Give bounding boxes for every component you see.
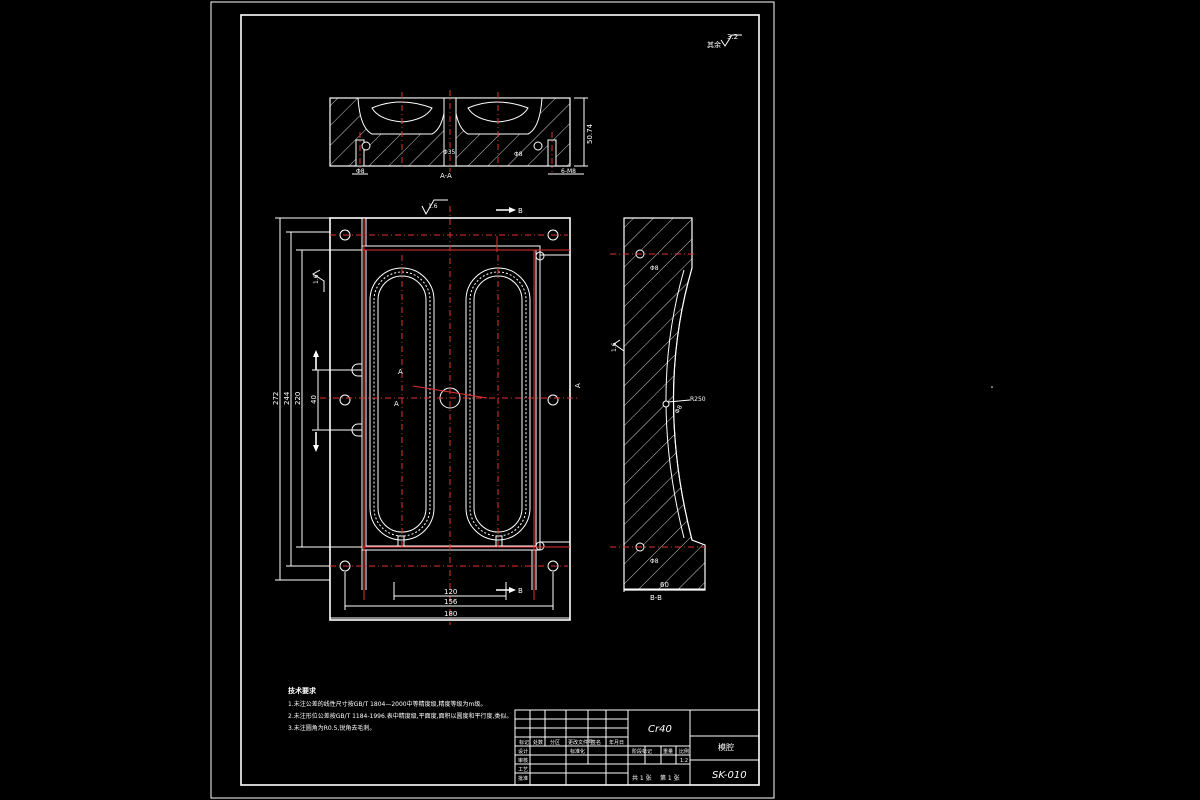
dim-bb-dia-mid: Φ8 — [674, 404, 684, 415]
svg-text:设计: 设计 — [518, 748, 528, 755]
svg-text:标记: 标记 — [519, 739, 529, 746]
svg-text:比例: 比例 — [679, 748, 689, 755]
svg-text:A: A — [574, 383, 582, 388]
svg-text:3.2: 3.2 — [727, 33, 738, 41]
notes-title: 技术要求 — [288, 686, 317, 695]
dim-h-180: 180 — [444, 610, 457, 618]
svg-text:工艺: 工艺 — [518, 767, 528, 773]
svg-text:年月日: 年月日 — [609, 739, 624, 746]
dim-aa-dia-mid2: Φ8 — [514, 151, 523, 158]
roughness-top: 1.6 — [428, 203, 438, 210]
section-bb-view: Φ8 Φ8 Φ8 R250 60 B-B 1.6 — [610, 217, 706, 602]
dim-bb-dia-bot: Φ8 — [650, 558, 659, 565]
notes-item: 1.未注公差的线性尺寸按GB/T 1804—2000中等精度级,精度等级为m级。 — [288, 700, 486, 708]
svg-text:签名: 签名 — [591, 739, 601, 746]
svg-text:处数: 处数 — [533, 739, 543, 746]
svg-text:第 1 张: 第 1 张 — [660, 774, 680, 782]
section-bb-label: B-B — [650, 594, 662, 602]
dim-bb-dia-top: Φ8 — [650, 265, 659, 272]
notes-item: 3.未注圆角为R0.5,锐角去毛刺。 — [288, 724, 375, 732]
dim-bb-radius: R250 — [690, 396, 706, 403]
dim-v-40: 40 — [310, 395, 318, 404]
svg-text:阶段标记: 阶段标记 — [632, 748, 652, 755]
stray-dot — [991, 386, 993, 388]
dim-v-244: 244 — [283, 391, 291, 405]
dim-v-220: 220 — [294, 392, 302, 405]
svg-text:A: A — [398, 368, 403, 376]
drawing-number: SK-010 — [712, 770, 747, 781]
svg-text:更改文件号: 更改文件号 — [568, 739, 593, 746]
notes-item: 2.未注形位公差按GB/T 1184-1996.表中精度级,平面度,面积以圆度和… — [288, 712, 512, 720]
title-block: 标记 处数 分区 更改文件号 签名 年月日 设计 审核 工艺 批准 标准化 阶段… — [514, 709, 760, 786]
technical-notes: 技术要求 1.未注公差的线性尺寸按GB/T 1804—2000中等精度级,精度等… — [288, 686, 512, 732]
svg-text:B: B — [518, 587, 523, 595]
dim-h-120: 120 — [444, 588, 457, 596]
svg-text:重量: 重量 — [663, 748, 673, 755]
roughness-bb: 1.6 — [611, 342, 618, 352]
svg-text:A: A — [394, 400, 399, 408]
svg-text:审核: 审核 — [518, 757, 528, 764]
plan-view: 272 244 220 40 A A A 120 156 180 — [272, 199, 582, 625]
dim-bb-width: 60 — [660, 581, 669, 589]
svg-text:共 1 张: 共 1 张 — [632, 774, 652, 782]
svg-text:其余: 其余 — [707, 40, 721, 49]
svg-text:标准化: 标准化 — [570, 748, 585, 755]
svg-text:批准: 批准 — [518, 775, 528, 782]
svg-text:B: B — [518, 207, 523, 215]
section-aa-label: A-A — [440, 172, 452, 180]
part-name: 模腔 — [718, 742, 734, 752]
scale-value: 1:2 — [680, 758, 688, 764]
roughness-symbol-general: 其余 3.2 — [707, 33, 742, 49]
dim-aa-thread: 6-M8 — [561, 168, 576, 175]
material-label: Cr40 — [648, 724, 672, 735]
svg-text:分区: 分区 — [550, 739, 560, 746]
roughness-left: 1.6 — [313, 274, 320, 284]
dim-h-156: 156 — [444, 598, 458, 606]
dim-aa-height: 50.74 — [586, 123, 594, 144]
sheet-outer-border — [210, 1, 775, 799]
sheet-inner-border — [240, 14, 760, 786]
dim-v-272: 272 — [272, 392, 280, 405]
section-aa-view: 50.74 Φ8 6-M8 Φ35 Φ8 A-A — [329, 90, 594, 180]
dim-aa-dia-mid: Φ35 — [443, 149, 456, 156]
dim-aa-dia-left: Φ8 — [356, 168, 365, 175]
